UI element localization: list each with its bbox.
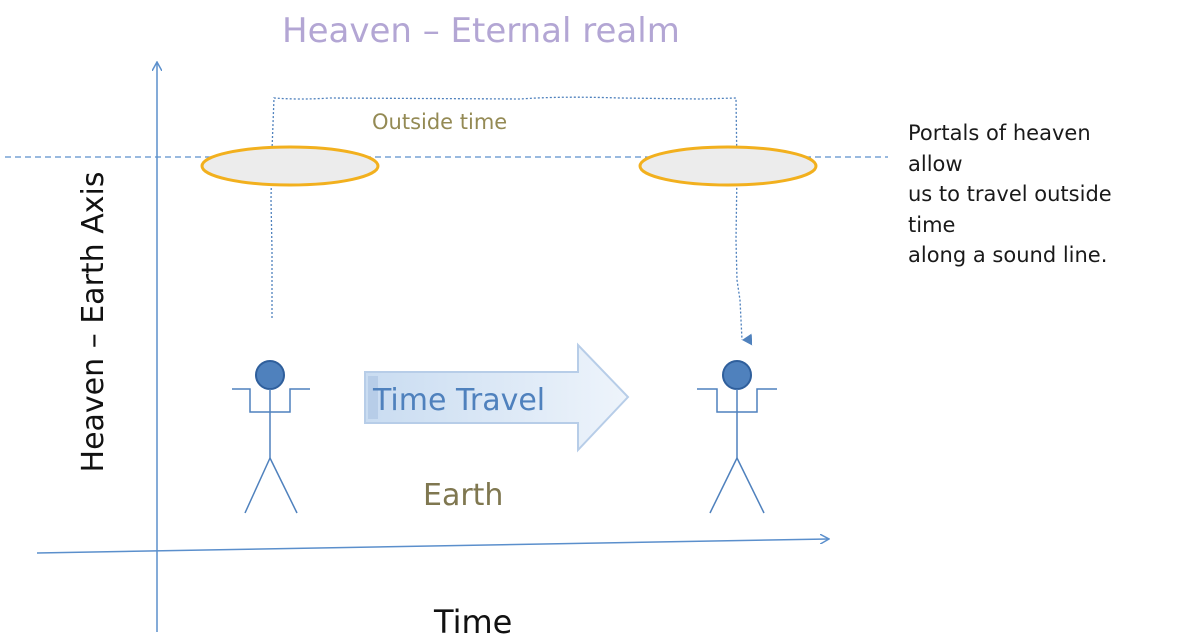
horizontal-axis [36, 539, 828, 554]
portal-left-icon [200, 145, 380, 187]
earth-label: Earth [423, 478, 503, 513]
travel-path-dotted [270, 96, 753, 346]
time-travel-arrow-accent [368, 376, 378, 419]
caption-text: Portals of heaven allow us to travel out… [908, 118, 1178, 271]
x-axis-label: Time [433, 603, 512, 641]
heaven-title: Heaven – Eternal realm [282, 11, 680, 51]
caption-line: allow [908, 151, 963, 176]
person-figure-right-icon [697, 360, 777, 514]
caption-line: us to travel outside [908, 182, 1112, 206]
time-travel-arrow-icon [364, 342, 630, 453]
time-travel-label: Time Travel [372, 383, 545, 418]
caption-line: along a sound line. [908, 243, 1108, 267]
caption-line: Portals of heaven [908, 121, 1091, 145]
caption-line: time [908, 212, 956, 237]
y-axis-label: Heaven – Earth Axis [76, 172, 111, 473]
outside-time-label: Outside time [372, 110, 507, 134]
person-figure-left-icon [232, 360, 310, 514]
portal-right-icon [638, 145, 818, 187]
